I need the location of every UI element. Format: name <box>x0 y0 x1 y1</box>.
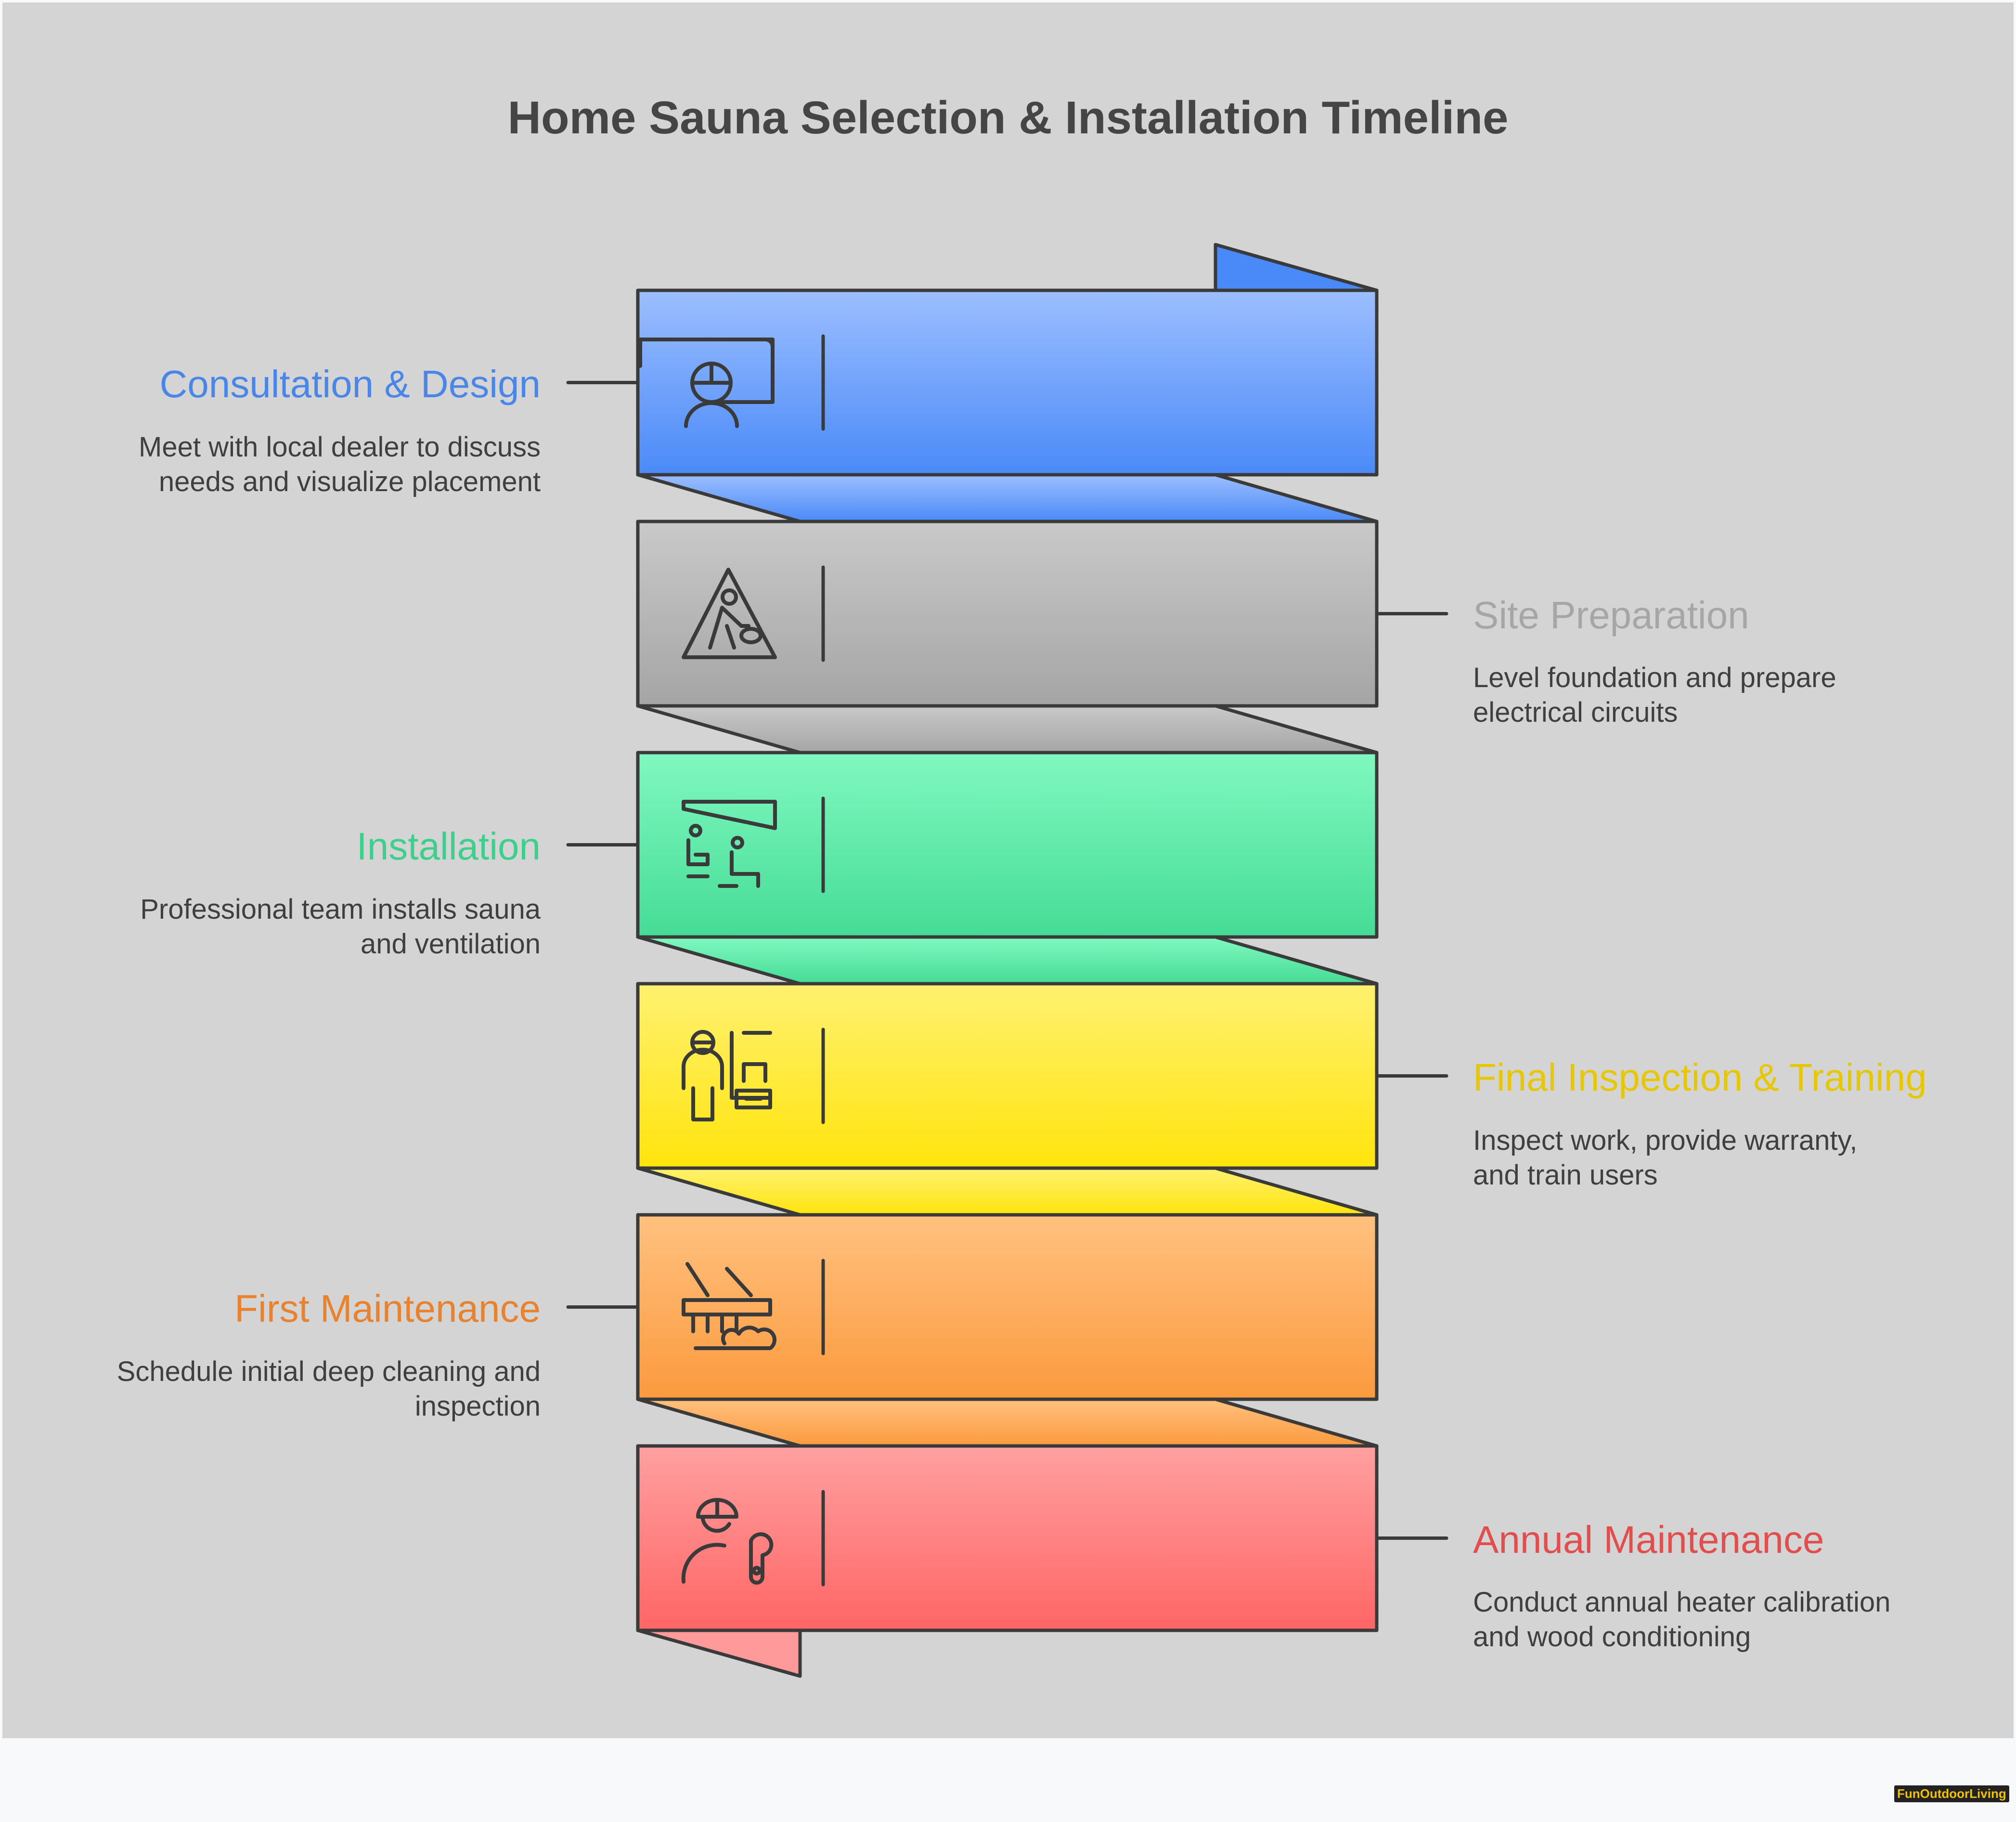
step-5-title: First Maintenance <box>234 1287 541 1330</box>
ribbon-band-6 <box>636 1444 1379 1632</box>
step-2-description: Level foundation and prepare electrical … <box>1473 662 1836 728</box>
step-5-description: Schedule initial deep cleaning and inspe… <box>116 1356 541 1422</box>
construction-sign-icon <box>682 568 777 659</box>
inspector-heater-icon <box>682 1030 772 1121</box>
step-1-description: Meet with local dealer to discuss needs … <box>139 431 541 497</box>
ribbon-band-1 <box>636 288 1379 477</box>
page-title: Home Sauna Selection & Installation Time… <box>507 92 1509 143</box>
step-1-title: Consultation & Design <box>159 363 541 405</box>
step-6-title: Annual Maintenance <box>1473 1518 1824 1561</box>
ribbon-band-5 <box>636 1213 1379 1401</box>
step-3-description: Professional team installs sauna and ven… <box>140 894 541 960</box>
ribbon-fold-2 <box>636 704 1379 755</box>
ribbon-fold-5 <box>636 1397 1379 1448</box>
ribbon-top-flap <box>1214 243 1379 292</box>
step-2-title: Site Preparation <box>1473 594 1749 637</box>
ribbon-band-4 <box>636 982 1379 1170</box>
ribbon-fold-3 <box>636 935 1379 986</box>
ribbon-fold-4 <box>636 1166 1379 1217</box>
ribbon-bottom-flap <box>636 1628 802 1678</box>
ribbon-fold-1 <box>636 473 1379 523</box>
step-6-description: Conduct annual heater calibration and wo… <box>1473 1587 1891 1653</box>
step-4-description: Inspect work, provide warranty, and trai… <box>1473 1125 1858 1191</box>
step-3-title: Installation <box>356 825 541 868</box>
cleaning-brush-icon <box>682 1262 776 1350</box>
engineer-blueprint-icon <box>638 338 775 428</box>
step-4-title: Final Inspection & Training <box>1473 1056 1927 1099</box>
sauna-bench-people-icon <box>682 800 777 888</box>
worker-wrench-icon <box>681 1498 774 1585</box>
ribbon-band-3 <box>636 751 1379 939</box>
ribbon-band-2 <box>636 520 1379 708</box>
brand-logo: FunOutdoorLiving <box>1894 1785 2009 1802</box>
